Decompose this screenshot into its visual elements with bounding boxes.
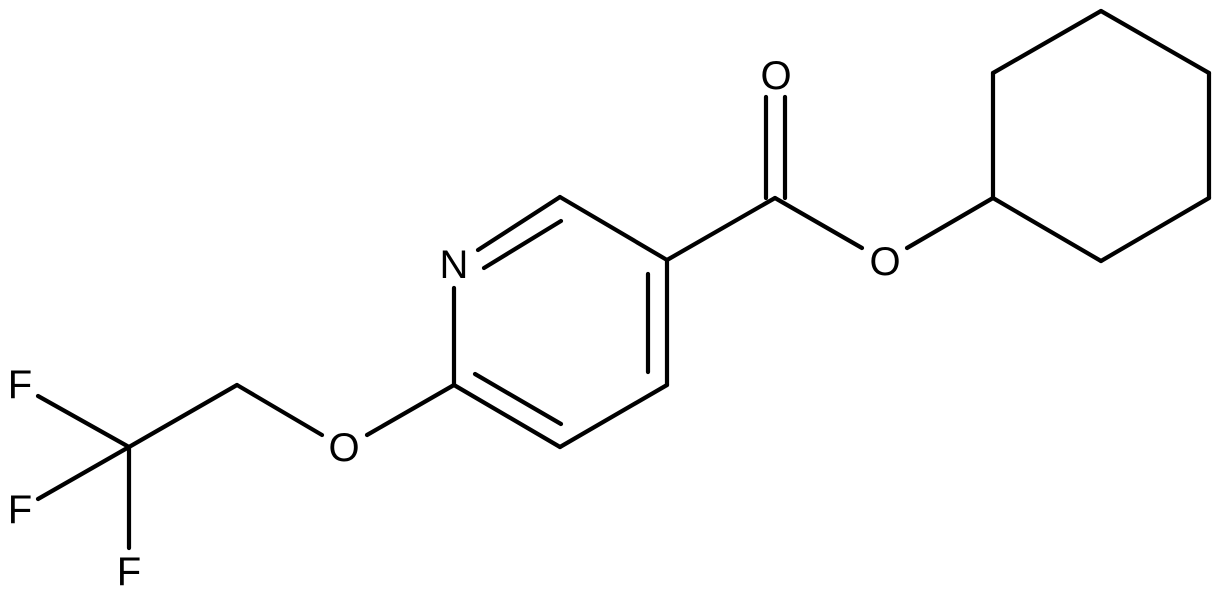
- bond-carbonyl-c-o: [772, 195, 865, 251]
- bond-c5-c6: [451, 382, 563, 450]
- bond-cy2: [990, 8, 1104, 76]
- bond-cy5: [1098, 195, 1212, 264]
- atom-label-fluorine-2: F: [8, 488, 32, 532]
- bond-ch2-cf3: [126, 382, 240, 450]
- bond-cf3-f1: [35, 393, 132, 450]
- bond-c3-carbonyl-c: [664, 195, 778, 263]
- atom-label-nitrogen: N: [440, 243, 469, 287]
- bond-n-c2-inner: [481, 218, 564, 271]
- ester-group: [664, 94, 996, 263]
- bond-o-cyclohexyl: [904, 195, 996, 251]
- bond-n-c2: [475, 194, 563, 253]
- bond-c6-o: [364, 382, 457, 438]
- trifluoroethoxy-group: [35, 382, 457, 551]
- bond-c4-c5: [557, 382, 670, 450]
- bond-cy3: [1098, 8, 1212, 76]
- bond-cy6: [990, 195, 1104, 264]
- cyclohexyl-ring: [990, 8, 1212, 264]
- atom-label-ester-oxygen: O: [869, 240, 900, 284]
- bond-c2-c3: [557, 194, 670, 263]
- pyridine-ring: [451, 194, 670, 450]
- bond-o-ch2: [234, 382, 325, 438]
- atom-label-ether-oxygen: O: [328, 426, 359, 470]
- atom-label-fluorine-3: F: [117, 550, 141, 594]
- bond-cf3-f2: [35, 444, 132, 502]
- atom-label-carbonyl-oxygen: O: [760, 54, 791, 98]
- atom-label-fluorine-1: F: [8, 363, 32, 407]
- bond-c5-c6-inner: [472, 371, 564, 427]
